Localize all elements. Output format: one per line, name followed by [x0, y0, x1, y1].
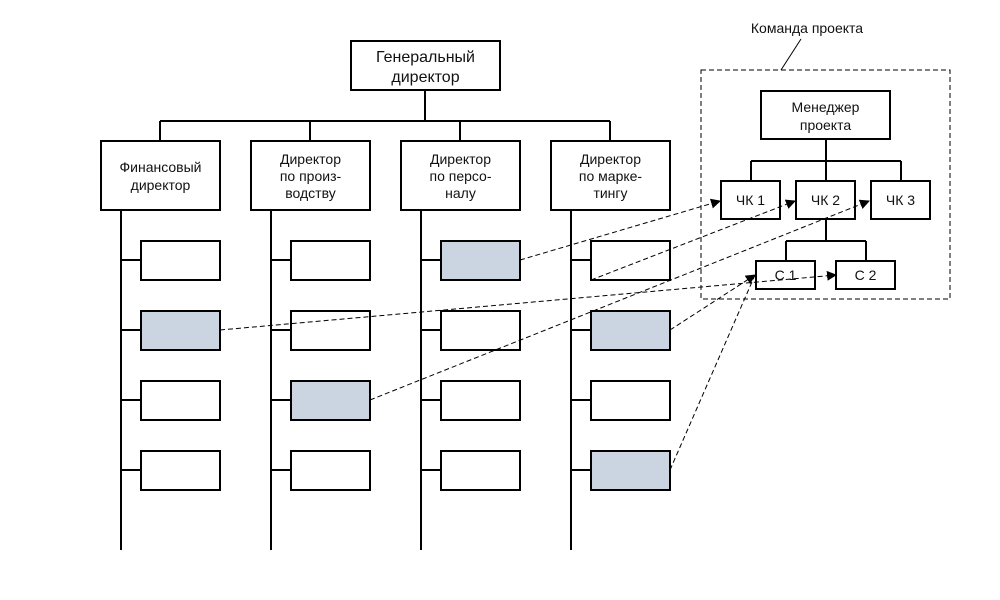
director-label: директор: [131, 177, 191, 193]
team-member-label: ЧК 2: [811, 192, 840, 208]
ceo-box[interactable]: Генеральный директор: [350, 40, 501, 91]
department-units: [140, 240, 671, 491]
manager-label-line-2: проекта: [800, 117, 851, 133]
link-finance-to-c2: [219, 270, 837, 331]
unit-box-assigned[interactable]: [290, 380, 371, 421]
director-label: по персо-: [429, 168, 491, 184]
unit-box[interactable]: [440, 450, 521, 491]
unit-box-assigned[interactable]: [590, 450, 671, 491]
ceo-label-line-2: директор: [391, 69, 459, 86]
link-marketing-to-c1-b: [669, 274, 756, 471]
link-production-to-chk3: [369, 199, 870, 401]
team-member-label: ЧК 1: [736, 192, 765, 208]
unit-stubs: [121, 259, 591, 471]
project-team-frame: [700, 69, 951, 300]
team-member-label: ЧК 3: [886, 192, 915, 208]
unit-box[interactable]: [590, 380, 671, 421]
ceo-label-line-1: Генеральный: [376, 49, 475, 66]
director-label: по марке-: [579, 168, 643, 184]
project-team-label: Команда проекта: [751, 20, 863, 36]
unit-box[interactable]: [290, 310, 371, 351]
director-label: Директор: [430, 151, 491, 167]
team-member-box-2[interactable]: ЧК 2: [795, 180, 856, 220]
unit-box[interactable]: [290, 450, 371, 491]
unit-box[interactable]: [140, 380, 221, 421]
director-label: Директор: [580, 151, 641, 167]
director-box-production[interactable]: Директор по произ- водству: [250, 140, 371, 211]
hierarchy-connectors: [120, 90, 902, 550]
unit-box-assigned[interactable]: [440, 240, 521, 281]
director-box-personnel[interactable]: Директор по персо- налу: [400, 140, 521, 211]
project-manager-box[interactable]: Менеджер проекта: [760, 90, 891, 140]
link-marketing-to-c1-a: [669, 274, 756, 331]
director-box-finance[interactable]: Финансовый директор: [100, 140, 221, 211]
sub-member-box-2[interactable]: С 2: [835, 260, 896, 290]
assignment-links: [219, 198, 870, 471]
sub-member-box-1[interactable]: С 1: [755, 260, 816, 290]
manager-label-line-1: Менеджер: [792, 99, 860, 115]
director-label: водству: [285, 185, 335, 201]
unit-box[interactable]: [290, 240, 371, 281]
director-label: Директор: [280, 151, 341, 167]
unit-box-assigned[interactable]: [590, 310, 671, 351]
link-personnel-to-chk1: [519, 198, 721, 261]
director-label: налу: [445, 185, 476, 201]
director-label: тингу: [593, 185, 627, 201]
director-label: по произ-: [280, 168, 342, 184]
sub-member-label: С 2: [855, 267, 877, 283]
director-label: Финансовый: [120, 159, 202, 175]
director-box-marketing[interactable]: Директор по марке- тингу: [550, 140, 671, 211]
unit-box[interactable]: [590, 240, 671, 281]
unit-box[interactable]: [140, 240, 221, 281]
team-member-box-1[interactable]: ЧК 1: [720, 180, 781, 220]
project-team-label-pointer: [780, 38, 802, 71]
team-member-box-3[interactable]: ЧК 3: [870, 180, 931, 220]
unit-box[interactable]: [440, 310, 521, 351]
unit-box[interactable]: [440, 380, 521, 421]
sub-member-label: С 1: [775, 267, 797, 283]
unit-box-assigned[interactable]: [140, 310, 221, 351]
unit-box[interactable]: [140, 450, 221, 491]
link-marketing-to-chk2: [590, 199, 796, 281]
